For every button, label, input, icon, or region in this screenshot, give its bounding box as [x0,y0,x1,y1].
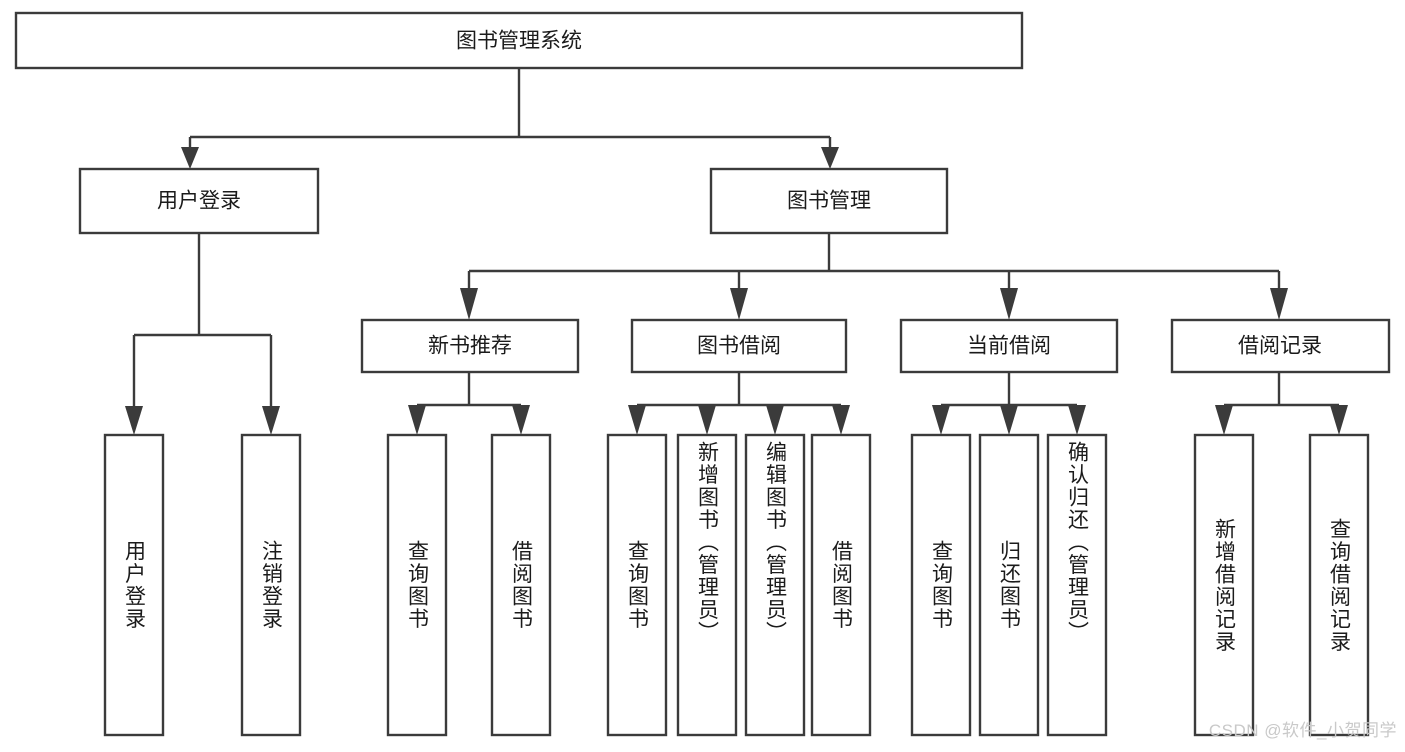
connector-group-root [181,68,839,169]
node-leaf-logout-login-box[interactable] [240,433,302,737]
node-current-borrow[interactable]: 当前借阅 [899,318,1119,374]
connector-group-book-borrow [628,372,850,435]
node-borrow-record-label: 借阅记录 [1238,335,1322,358]
node-leaf-confirm-return-admin-box[interactable] [1046,433,1108,737]
node-leaf-edit-book-admin-box[interactable] [744,433,806,737]
connector-group-new-book-recommend [408,372,530,435]
connector-group-borrow-record [1215,372,1348,435]
connector-group-current-borrow [932,372,1086,435]
arrow-head-leaf-confirm-return-admin [1068,405,1086,435]
node-leaf-return-book-box[interactable] [978,433,1040,737]
node-leaf-query-borrow-record-box[interactable] [1308,433,1370,737]
node-book-management-box[interactable] [709,167,949,235]
node-leaf-borrow-book-2-box[interactable] [810,433,872,737]
arrow-head-leaf-logout-login [262,406,280,435]
arrow-head-leaf-return-book [1000,405,1018,435]
node-new-book-recommend[interactable]: 新书推荐 [360,318,580,374]
node-new-book-recommend-box[interactable] [360,318,580,374]
node-borrow-record[interactable]: 借阅记录 [1170,318,1391,374]
node-leaf-query-book-1-box[interactable] [386,433,448,737]
arrow-head-leaf-query-book-3 [932,405,950,435]
leaf-boxes [103,433,1370,737]
node-leaf-add-book-admin-box[interactable] [676,433,738,737]
arrow-head-leaf-query-book-2 [628,405,646,435]
node-leaf-user-login-box[interactable] [103,433,165,737]
node-leaf-borrow-book-1-box[interactable] [490,433,552,737]
node-user-login-label: 用户登录 [157,190,241,213]
node-leaf-add-borrow-record-box[interactable] [1193,433,1255,737]
arrow-head-leaf-query-book-1 [408,405,426,435]
arrow-head-leaf-edit-book-admin [766,405,784,435]
arrow-head-new-book-recommend [460,288,478,320]
node-user-login[interactable]: 用户登录 [78,167,320,235]
connector-group-user-login [125,233,280,435]
connector-group-book-management [460,233,1288,320]
arrow-head-book-management [821,147,839,169]
node-book-management[interactable]: 图书管理 [709,167,949,235]
node-book-borrow-box[interactable] [630,318,848,374]
node-root-box[interactable] [14,11,1024,70]
arrow-head-borrow-record [1270,288,1288,320]
node-new-book-recommend-label: 新书推荐 [428,335,512,358]
arrow-head-current-borrow [1000,288,1018,320]
arrow-head-leaf-add-borrow-record [1215,405,1233,435]
arrow-head-leaf-borrow-book-1 [512,405,530,435]
arrow-head-leaf-borrow-book-2 [832,405,850,435]
node-book-management-label: 图书管理 [787,190,871,213]
node-leaf-query-book-2-box[interactable] [606,433,668,737]
node-borrow-record-box[interactable] [1170,318,1391,374]
arrow-head-leaf-add-book-admin [698,405,716,435]
node-book-borrow-label: 图书借阅 [697,335,781,358]
node-current-borrow-box[interactable] [899,318,1119,374]
node-user-login-box[interactable] [78,167,320,235]
node-current-borrow-label: 当前借阅 [967,335,1051,358]
node-book-borrow[interactable]: 图书借阅 [630,318,848,374]
arrow-head-leaf-query-borrow-record [1330,405,1348,435]
csdn-watermark: CSDN @软件_小贺同学 [1208,721,1397,740]
node-root-label: 图书管理系统 [456,30,582,53]
arrow-head-book-borrow [730,288,748,320]
arrow-head-user-login [181,147,199,169]
node-root[interactable]: 图书管理系统 [14,11,1024,70]
arrow-head-leaf-user-login [125,406,143,435]
node-leaf-query-book-3-box[interactable] [910,433,972,737]
